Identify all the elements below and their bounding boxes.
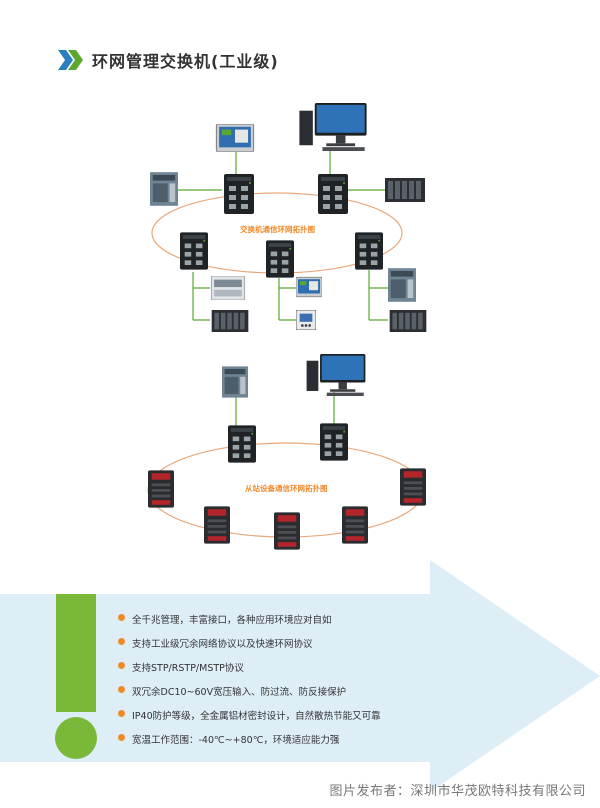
top-ring-label: 交换机通信环网拓扑图 <box>240 224 315 234</box>
industrial-switch-icon <box>180 232 208 270</box>
bullet-dot-icon <box>118 662 125 669</box>
io-module-icon <box>385 178 425 202</box>
exclamation-dot <box>55 717 97 759</box>
io-module-icon <box>389 310 427 332</box>
plc-icon <box>222 366 248 398</box>
industrial-switch-icon <box>228 425 256 463</box>
io-module-icon <box>211 310 249 332</box>
feature-item: 支持STP/RSTP/MSTP协议 <box>118 660 381 684</box>
slave-device-icon <box>400 468 426 506</box>
bullet-dot-icon <box>118 710 125 717</box>
hmi-panel-icon <box>215 124 255 152</box>
feature-item: IP40防护等级，全金属铝材密封设计，自然散热节能又可靠 <box>118 708 381 732</box>
feature-item: 全千兆管理，丰富接口，各种应用环境应对自如 <box>118 612 381 636</box>
feature-list: 全千兆管理，丰富接口，各种应用环境应对自如 支持工业级冗余网络协议以及快速环网协… <box>118 612 381 756</box>
industrial-switch-icon <box>355 232 383 270</box>
feature-item: 双冗余DC10~60V宽压输入、防过流、防反接保护 <box>118 684 381 708</box>
industrial-switch-icon <box>266 240 294 278</box>
power-meter-icon <box>296 310 316 330</box>
bullet-dot-icon <box>118 614 125 621</box>
slave-device-icon <box>148 470 174 508</box>
bullet-dot-icon <box>118 638 125 645</box>
desktop-pc-icon <box>299 103 367 151</box>
feature-item: 支持工业级冗余网络协议以及快速环网协议 <box>118 636 381 660</box>
power-meter-icon <box>296 276 322 298</box>
bullet-dot-icon <box>118 734 125 741</box>
slave-device-icon <box>274 512 300 550</box>
page-title: 环网管理交换机(工业级) <box>92 52 279 71</box>
industrial-switch-icon <box>320 423 348 461</box>
bullet-dot-icon <box>118 686 125 693</box>
bottom-ring-label: 从站设备通信环网拓扑图 <box>245 483 328 493</box>
publisher-credit: 图片发布者：深圳市华茂欧特科技有限公司 <box>329 784 586 799</box>
industrial-switch-icon <box>224 174 254 214</box>
io-module-icon <box>210 276 246 300</box>
industrial-switch-icon <box>318 174 348 214</box>
slave-device-icon <box>204 506 230 544</box>
feature-item: 宽温工作范围：-40℃~+80℃，环境适应能力强 <box>118 732 381 756</box>
plc-icon <box>150 172 178 206</box>
arrow-banner <box>0 560 600 792</box>
plc-icon <box>388 268 416 302</box>
double-chevron-right-icon <box>58 50 83 70</box>
desktop-pc-icon <box>306 354 366 396</box>
exclamation-bar <box>56 594 96 712</box>
slave-device-icon <box>342 506 368 544</box>
